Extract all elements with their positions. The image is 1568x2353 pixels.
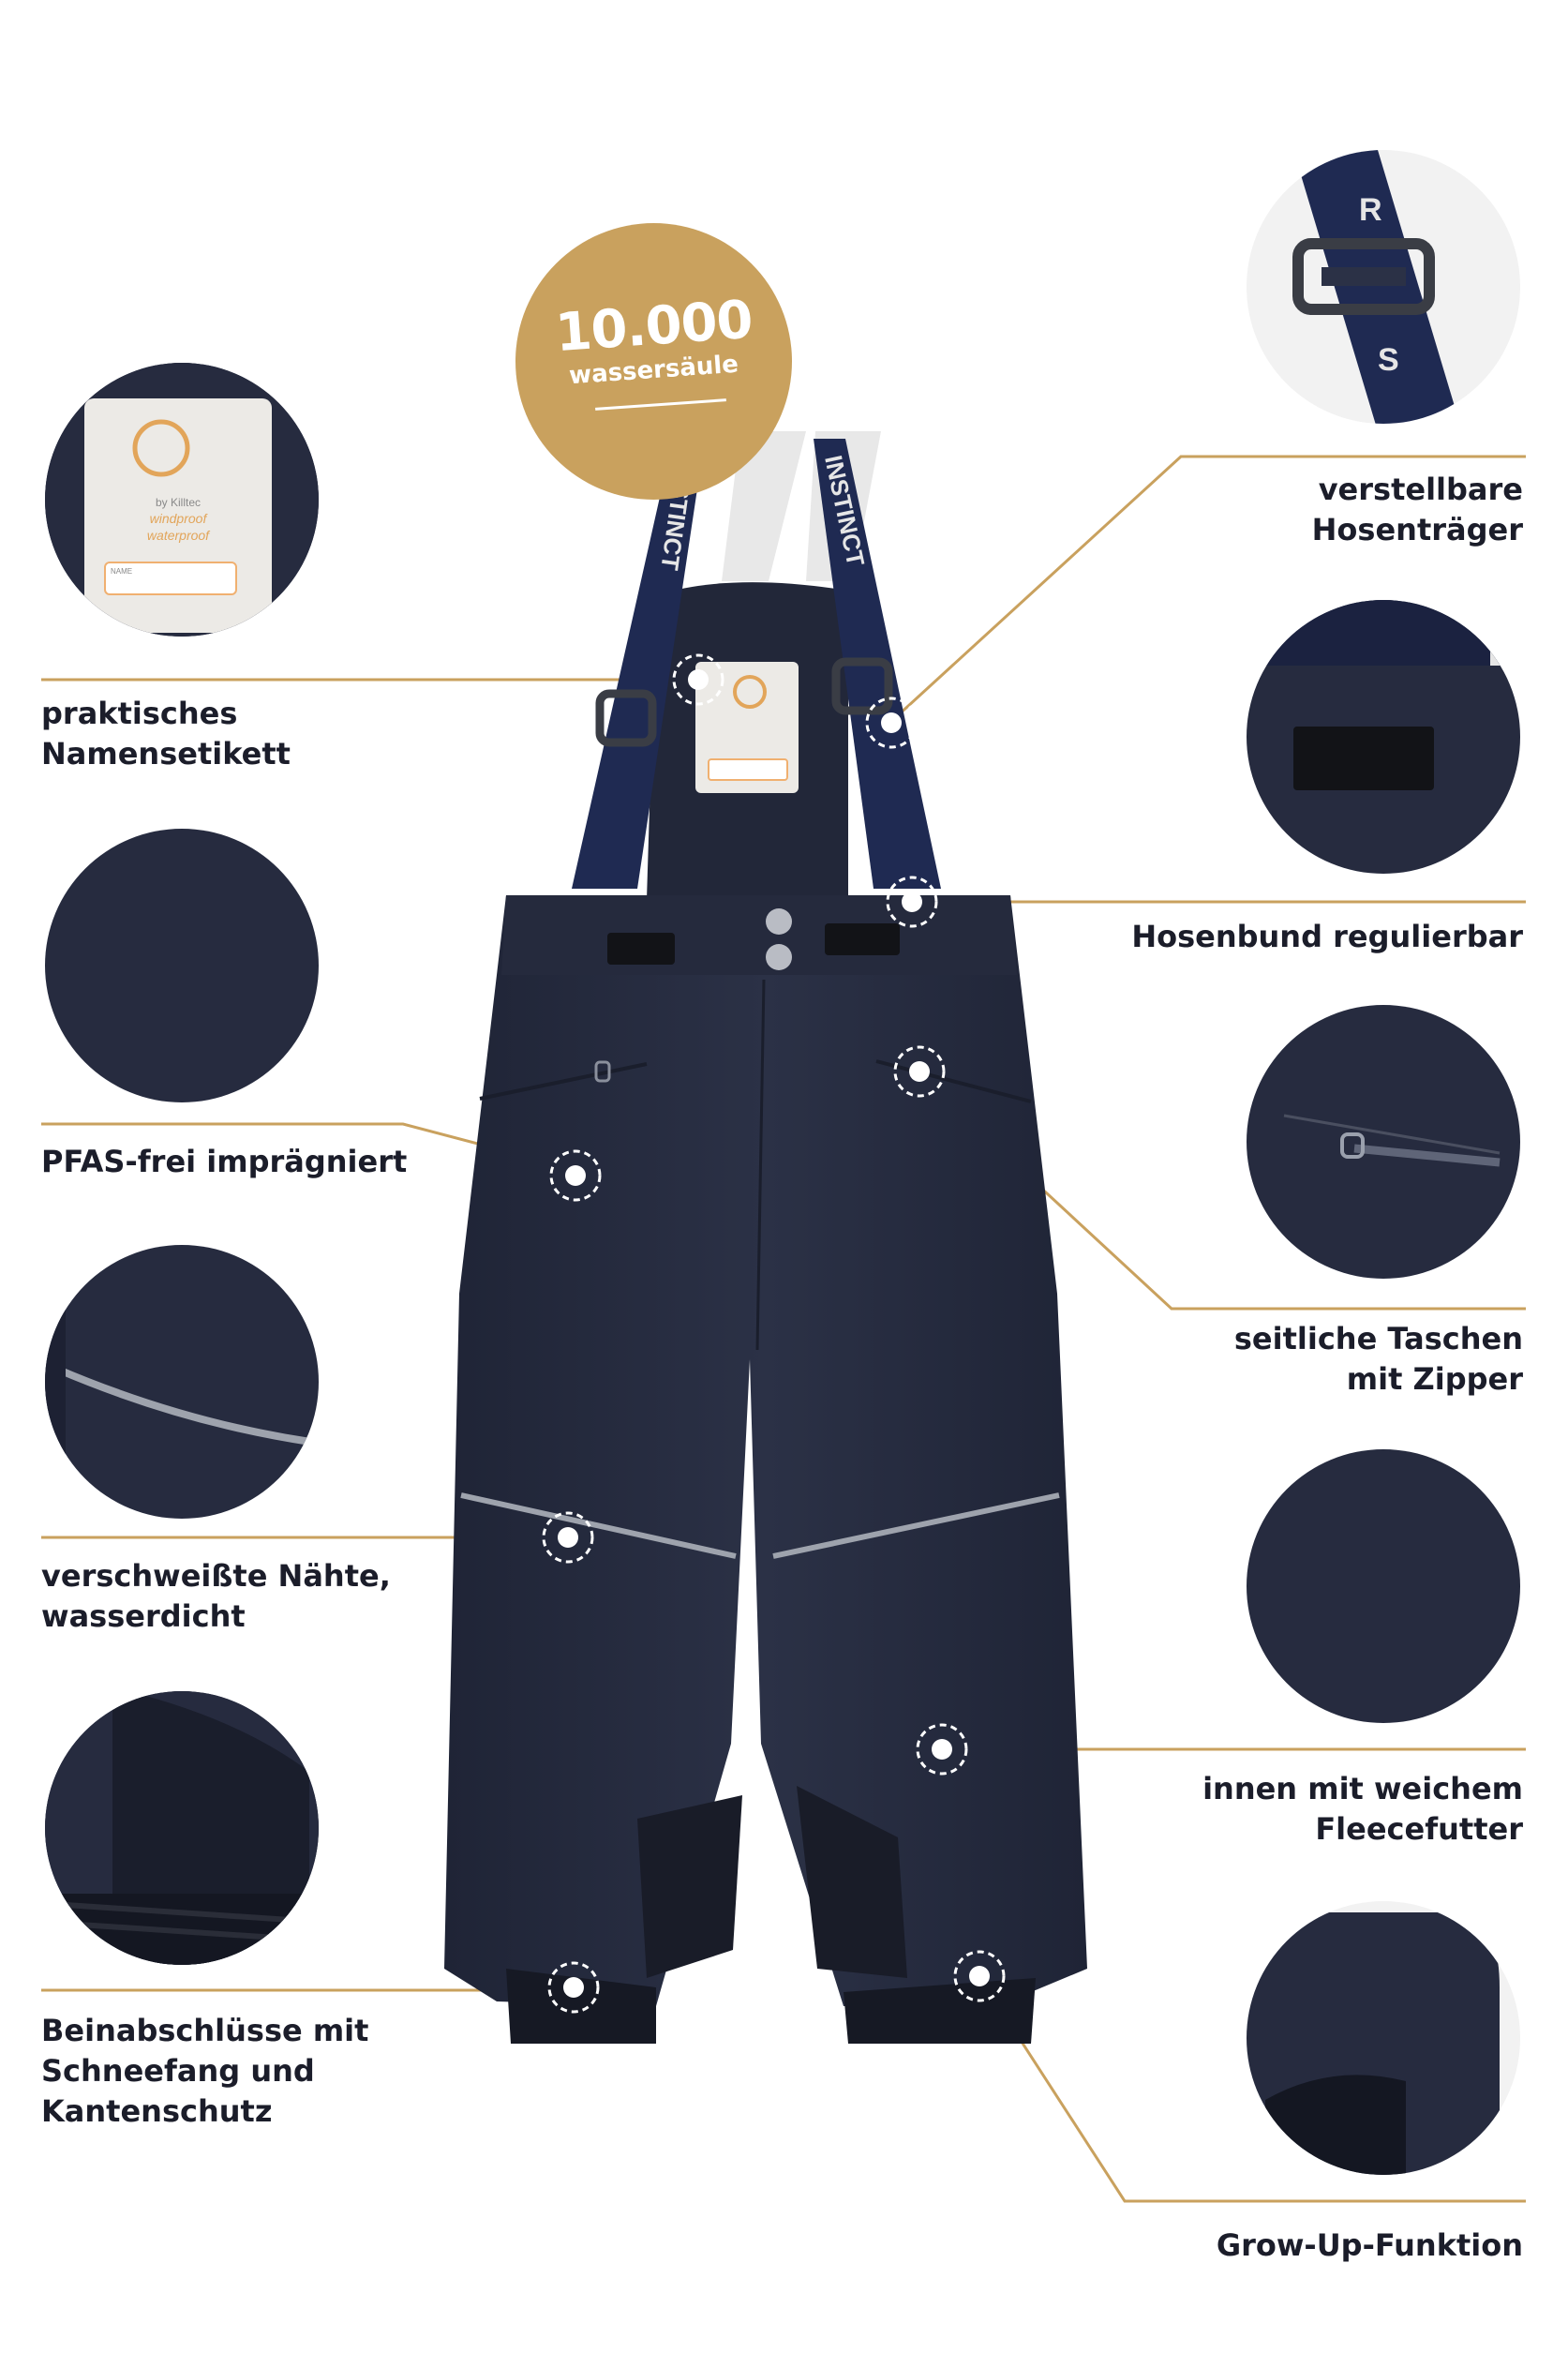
hotspot-pfas-free[interactable] [549,1149,602,1202]
feature-label-side-pockets: seitliche Taschen mit Zipper [1233,1321,1523,1397]
detail-circle-leg-cuff [45,1691,319,1965]
detail-circle-fabric [45,829,319,1102]
svg-text:R: R [1359,192,1382,228]
buckle-icon [1292,238,1435,315]
hotspot-leg-cuffs[interactable] [547,1961,600,2014]
hotspot-fleece-lining[interactable] [916,1723,968,1776]
hotspot-welded-seams[interactable] [542,1511,594,1564]
hotspot-name-label[interactable] [672,653,724,706]
feature-label-name-tag: praktisches Namensetikett [41,696,291,772]
water-column-badge: 10.000 wassersäule [515,223,792,500]
reflective-piping [54,1365,319,1447]
right-buckle-icon [831,657,893,715]
detail-circle-reflective-seam [45,1245,319,1519]
feature-label-waistband: Hosenbund regulierbar [1131,919,1523,954]
trousers [444,895,1087,2006]
detail-circle-grow-up [1247,1901,1520,2175]
detail-circle-zipper-pocket [1247,1005,1520,1279]
name-label-brand: by Killtec [156,496,201,509]
feature-label-welded-seams: verschweißte Nähte, wasserdicht [41,1558,391,1634]
detail-circle-fleece [1247,1449,1520,1723]
badge-underline [595,398,726,411]
feature-label-grow-up: Grow-Up-Funktion [1216,2227,1523,2263]
zipper-pull-icon [1340,1132,1365,1159]
brand-logo-icon [132,419,190,477]
left-pocket-zip [479,1062,648,1101]
svg-text:S: S [1378,342,1399,378]
name-label-field: NAME [111,567,132,576]
ski-pants-illustration: INSTINCT INSTINCT [444,431,1087,2044]
velcro-patch [1293,727,1434,790]
right-cuff [844,1978,1036,2044]
hotspot-waistband[interactable] [886,876,938,928]
detail-circle-buckle: R S [1247,150,1520,424]
detail-circle-velcro [1247,600,1520,874]
name-label-line2: waterproof [147,528,211,543]
feature-label-fleece-lining: innen mit weichem Fleecefutter [1202,1771,1523,1847]
connector-lines [41,455,1526,2203]
right-pocket-zip [875,1059,1032,1103]
hotspot-side-pockets[interactable] [893,1045,946,1098]
left-suspender [572,439,705,889]
left-waist-velcro [607,933,675,965]
left-buckle-icon [595,689,657,747]
right-reflective-seam [772,1492,1060,1559]
hotspot-markers [542,653,1006,2014]
left-reflective-seam [460,1492,737,1559]
feature-label-leg-cuffs: Beinabschlüsse mit Schneefang und Kanten… [41,2013,369,2129]
snap-button-lower [766,944,792,970]
left-cuff [506,1969,656,2044]
detail-circle-name-label: by Killtec windproof waterproof NAME [45,363,319,637]
hotspot-grow-up[interactable] [953,1950,1006,2002]
name-label-line1: windproof [150,511,209,526]
feature-label-pfas-free: PFAS-frei imprägniert [41,1144,408,1179]
snap-button-upper [766,908,792,935]
feature-label-suspenders: verstellbare Hosenträger [1311,472,1523,547]
hotspot-suspenders[interactable] [865,697,918,749]
right-waist-velcro [825,923,900,955]
